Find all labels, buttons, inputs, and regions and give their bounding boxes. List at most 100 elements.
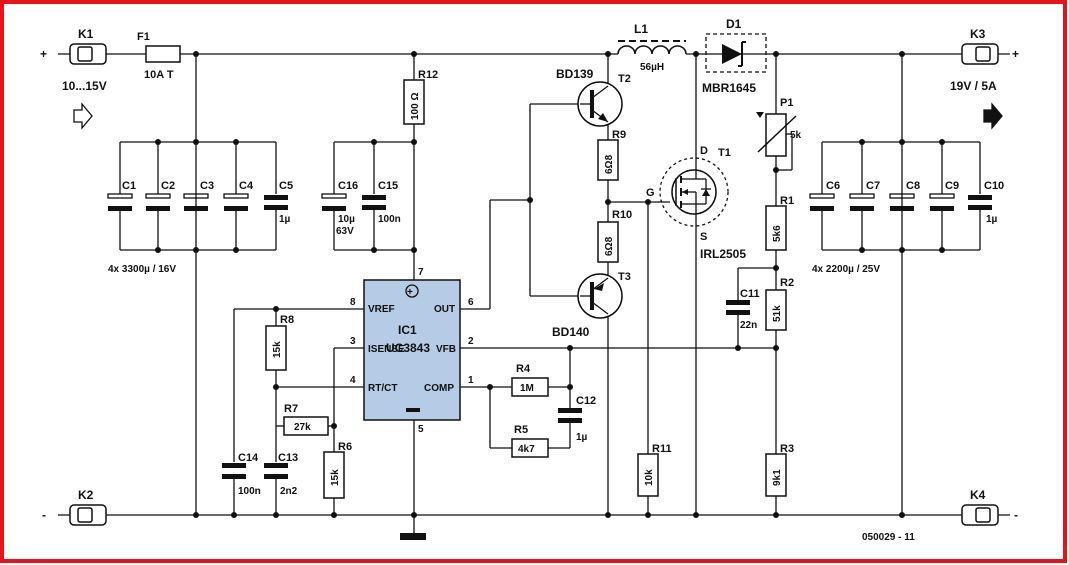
k3-ref: K3: [970, 27, 986, 41]
r6-ref: R6: [338, 441, 352, 453]
k1-plus: +: [40, 47, 47, 61]
diode-d1: D1 MBR1645: [702, 17, 767, 95]
c15-value: 100n: [378, 214, 401, 225]
output-caps-note: 4x 2200µ / 25V: [812, 264, 880, 275]
r3-ref: R3: [780, 443, 794, 455]
output-arrow-icon: [983, 102, 1003, 130]
ic1-pin2-number: 2: [468, 336, 474, 347]
ground-icon: [400, 533, 426, 540]
fuse-f1: F1 10A T: [137, 31, 181, 81]
ic1-part: UC3843: [386, 341, 430, 355]
terminal-k2: K2 -: [42, 488, 107, 526]
ic1-ref: IC1: [398, 323, 417, 337]
ic1-vcc-mark: +: [407, 287, 413, 298]
r10-ref: R10: [612, 209, 632, 221]
c3-ref: C3: [200, 180, 214, 192]
t1-drain-label: D: [700, 145, 708, 157]
l1-ref: L1: [634, 22, 648, 36]
c10-ref: C10: [984, 180, 1004, 192]
r8-value: 15k: [272, 341, 283, 358]
input-caps-note: 4x 3300µ / 16V: [108, 264, 176, 275]
c9-ref: C9: [945, 180, 959, 192]
transistor-t2: BD139 T2: [556, 67, 631, 127]
ic1-pin8-number: 8: [350, 297, 356, 308]
terminal-k4: K4 -: [961, 488, 1018, 526]
d1-ref: D1: [726, 17, 742, 31]
k1-voltage: 10...15V: [62, 79, 107, 93]
c16-ref: C16: [338, 180, 358, 192]
r11-value: 10k: [644, 469, 655, 486]
ic1-pin5-number: 5: [418, 424, 424, 435]
k2-minus: -: [42, 508, 46, 522]
potentiometer-p1: P1 5k: [756, 97, 802, 157]
p1-ref: P1: [780, 97, 793, 109]
resistor-r12: R12 100 Ω: [403, 69, 438, 125]
c11-value: 22n: [740, 320, 757, 331]
c16-voltage: 63V: [336, 226, 354, 237]
c12-ref: C12: [576, 395, 596, 407]
resistor-r8: R8 15k: [265, 314, 294, 371]
r1-value: 5k6: [772, 225, 783, 242]
input-arrow-icon: [73, 102, 93, 130]
t1-part: IRL2505: [700, 247, 746, 261]
ic1-pin-out: OUT: [434, 304, 455, 315]
ic1-pin7-number: 7: [418, 267, 424, 278]
k1-ref: K1: [78, 27, 94, 41]
c14-value: 100n: [238, 486, 261, 497]
c13-ref: C13: [278, 452, 298, 464]
r5-value: 4k7: [518, 444, 535, 455]
r4-ref: R4: [516, 363, 531, 375]
c14-ref: C14: [238, 452, 259, 464]
k3-plus: +: [1012, 47, 1019, 61]
r1-ref: R1: [780, 195, 794, 207]
t3-part: BD140: [552, 325, 590, 339]
r2-ref: R2: [780, 277, 794, 289]
ic1-uc3843: + IC1 UC3843 VREF ISENSE RT/CT OUT VFB C…: [350, 267, 474, 435]
r10-value: 6Ω8: [604, 236, 615, 256]
t1-gate-label: G: [646, 187, 655, 199]
junction-dots: [155, 51, 945, 518]
r8-ref: R8: [280, 314, 294, 326]
c15-ref: C15: [378, 180, 398, 192]
r11-ref: R11: [652, 443, 672, 455]
t2-part: BD139: [556, 67, 594, 81]
t1-source-label: S: [700, 231, 707, 243]
output-capacitor-bank: C6 C7 C8 C9 C10 1µ 4x 2200µ / 25V: [809, 180, 1004, 275]
r5-ref: R5: [514, 424, 528, 436]
ic1-pin3-number: 3: [350, 336, 356, 347]
r9-value: 6Ω8: [604, 154, 615, 174]
terminal-k1: K1 + 10...15V: [40, 27, 107, 130]
d1-part: MBR1645: [702, 81, 756, 95]
ic1-pin-isense: ISENSE: [368, 344, 405, 355]
r3-value: 9k1: [772, 469, 783, 486]
c11-ref: C11: [740, 288, 760, 300]
k2-ref: K2: [78, 488, 94, 502]
c2-ref: C2: [161, 180, 175, 192]
diagram-id: 050029 - 11: [862, 532, 915, 543]
c1-ref: C1: [122, 180, 136, 192]
p1-value: 5k: [790, 130, 802, 141]
c13-value: 2n2: [280, 486, 298, 497]
c6-ref: C6: [826, 180, 840, 192]
l1-value: 56µH: [640, 62, 664, 73]
resistor-r2: R2 51k: [765, 277, 794, 331]
r7-value: 27k: [294, 422, 311, 433]
k4-minus: -: [1014, 508, 1018, 522]
c12-value: 1µ: [576, 432, 588, 443]
f1-value: 10A T: [144, 69, 174, 81]
resistor-r6: R6 15k: [323, 441, 352, 499]
c4-ref: C4: [239, 180, 254, 192]
ic1-pin-vfb: VFB: [436, 344, 456, 355]
inductor-l1: L1 56µH: [617, 22, 687, 73]
t1-ref: T1: [718, 147, 731, 159]
k4-ref: K4: [970, 488, 986, 502]
t2-ref: T2: [618, 73, 631, 85]
ic1-pin-vref: VREF: [368, 304, 395, 315]
c10-value: 1µ: [986, 214, 998, 225]
resistor-r11: R11 10k: [637, 443, 672, 497]
r7-ref: R7: [284, 403, 298, 415]
ic1-pin-rtct: RT/CT: [368, 383, 397, 394]
compensation-network: R4 1M R5 4k7 C12 1µ: [511, 363, 596, 458]
r2-value: 51k: [772, 305, 783, 322]
